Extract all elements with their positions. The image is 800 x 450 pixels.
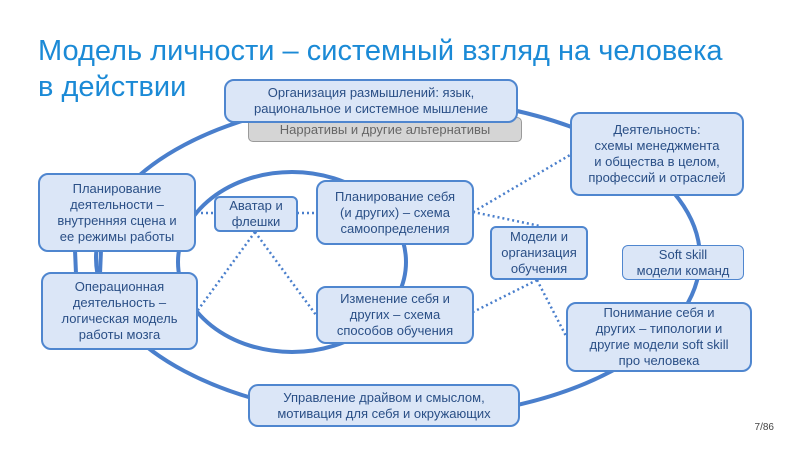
inner-cycle [176, 170, 408, 354]
dotted-link [253, 231, 318, 316]
dotted-link [472, 153, 571, 214]
box-text: Организация размышлений: язык, [267, 85, 475, 100]
link-left-1 [73, 249, 78, 275]
box-text: других – схема [349, 307, 441, 322]
box-text: Планирование себя [334, 188, 456, 204]
box-text: логическая модель [61, 311, 178, 326]
organization-box: Организация размышлений: язык,рациональн… [224, 79, 518, 123]
box-text: способов обучения [336, 323, 454, 338]
box-text: других – типологии и [595, 321, 723, 336]
box-text: работы мозга [78, 327, 161, 342]
page-number: 7/86 [754, 422, 774, 433]
box-text: Планирование [72, 180, 162, 196]
box-text: обучения [510, 261, 568, 276]
narratives-label: Нарративы и другие альтернативы [279, 121, 491, 137]
box-text: Изменение себя и [340, 291, 450, 306]
box-text: Деятельность: [613, 122, 701, 137]
box-text: Soft skill [658, 246, 708, 262]
box-text: другие модели soft skill [589, 337, 729, 352]
box-text: схемы менеджмента [594, 138, 720, 153]
box-text: деятельность – [72, 295, 167, 310]
box-text: внутренняя сцена и [57, 212, 177, 228]
box-text: организация [501, 245, 577, 260]
box-text: Аватар и [229, 198, 283, 213]
box-text: самоопределения [340, 220, 450, 236]
slide-title-line2: в действии [38, 71, 187, 103]
slide-title-line1: Модель личности – системный взгляд на че… [38, 35, 723, 67]
box-text: флешки [231, 214, 281, 229]
box-text: рациональное и системное мышление [254, 101, 488, 116]
box-text: (и других) – схема [340, 204, 450, 220]
box-text: мотивация для себя и окружающих [277, 405, 491, 421]
box-text: модели команд [636, 262, 730, 278]
box-text: Понимание себя и [603, 305, 715, 320]
dotted-link [535, 279, 568, 337]
box-text: Управление драйвом и смыслом, [283, 389, 485, 405]
box-text: про человека [618, 353, 700, 368]
box-text: Модели и [509, 229, 569, 244]
box-text: ее режимы работы [59, 228, 175, 244]
link-left-2 [98, 249, 103, 275]
box-text: деятельности – [70, 196, 164, 212]
box-text: Операционная [74, 279, 165, 294]
box-text: и общества в целом, [594, 154, 720, 169]
dotted-link [472, 210, 541, 228]
box-text: профессий и отраслей [588, 170, 726, 185]
drive-box: Управление драйвом и смыслом,мотивация д… [248, 384, 520, 427]
dotted-link [472, 278, 538, 314]
dotted-link [196, 231, 257, 311]
